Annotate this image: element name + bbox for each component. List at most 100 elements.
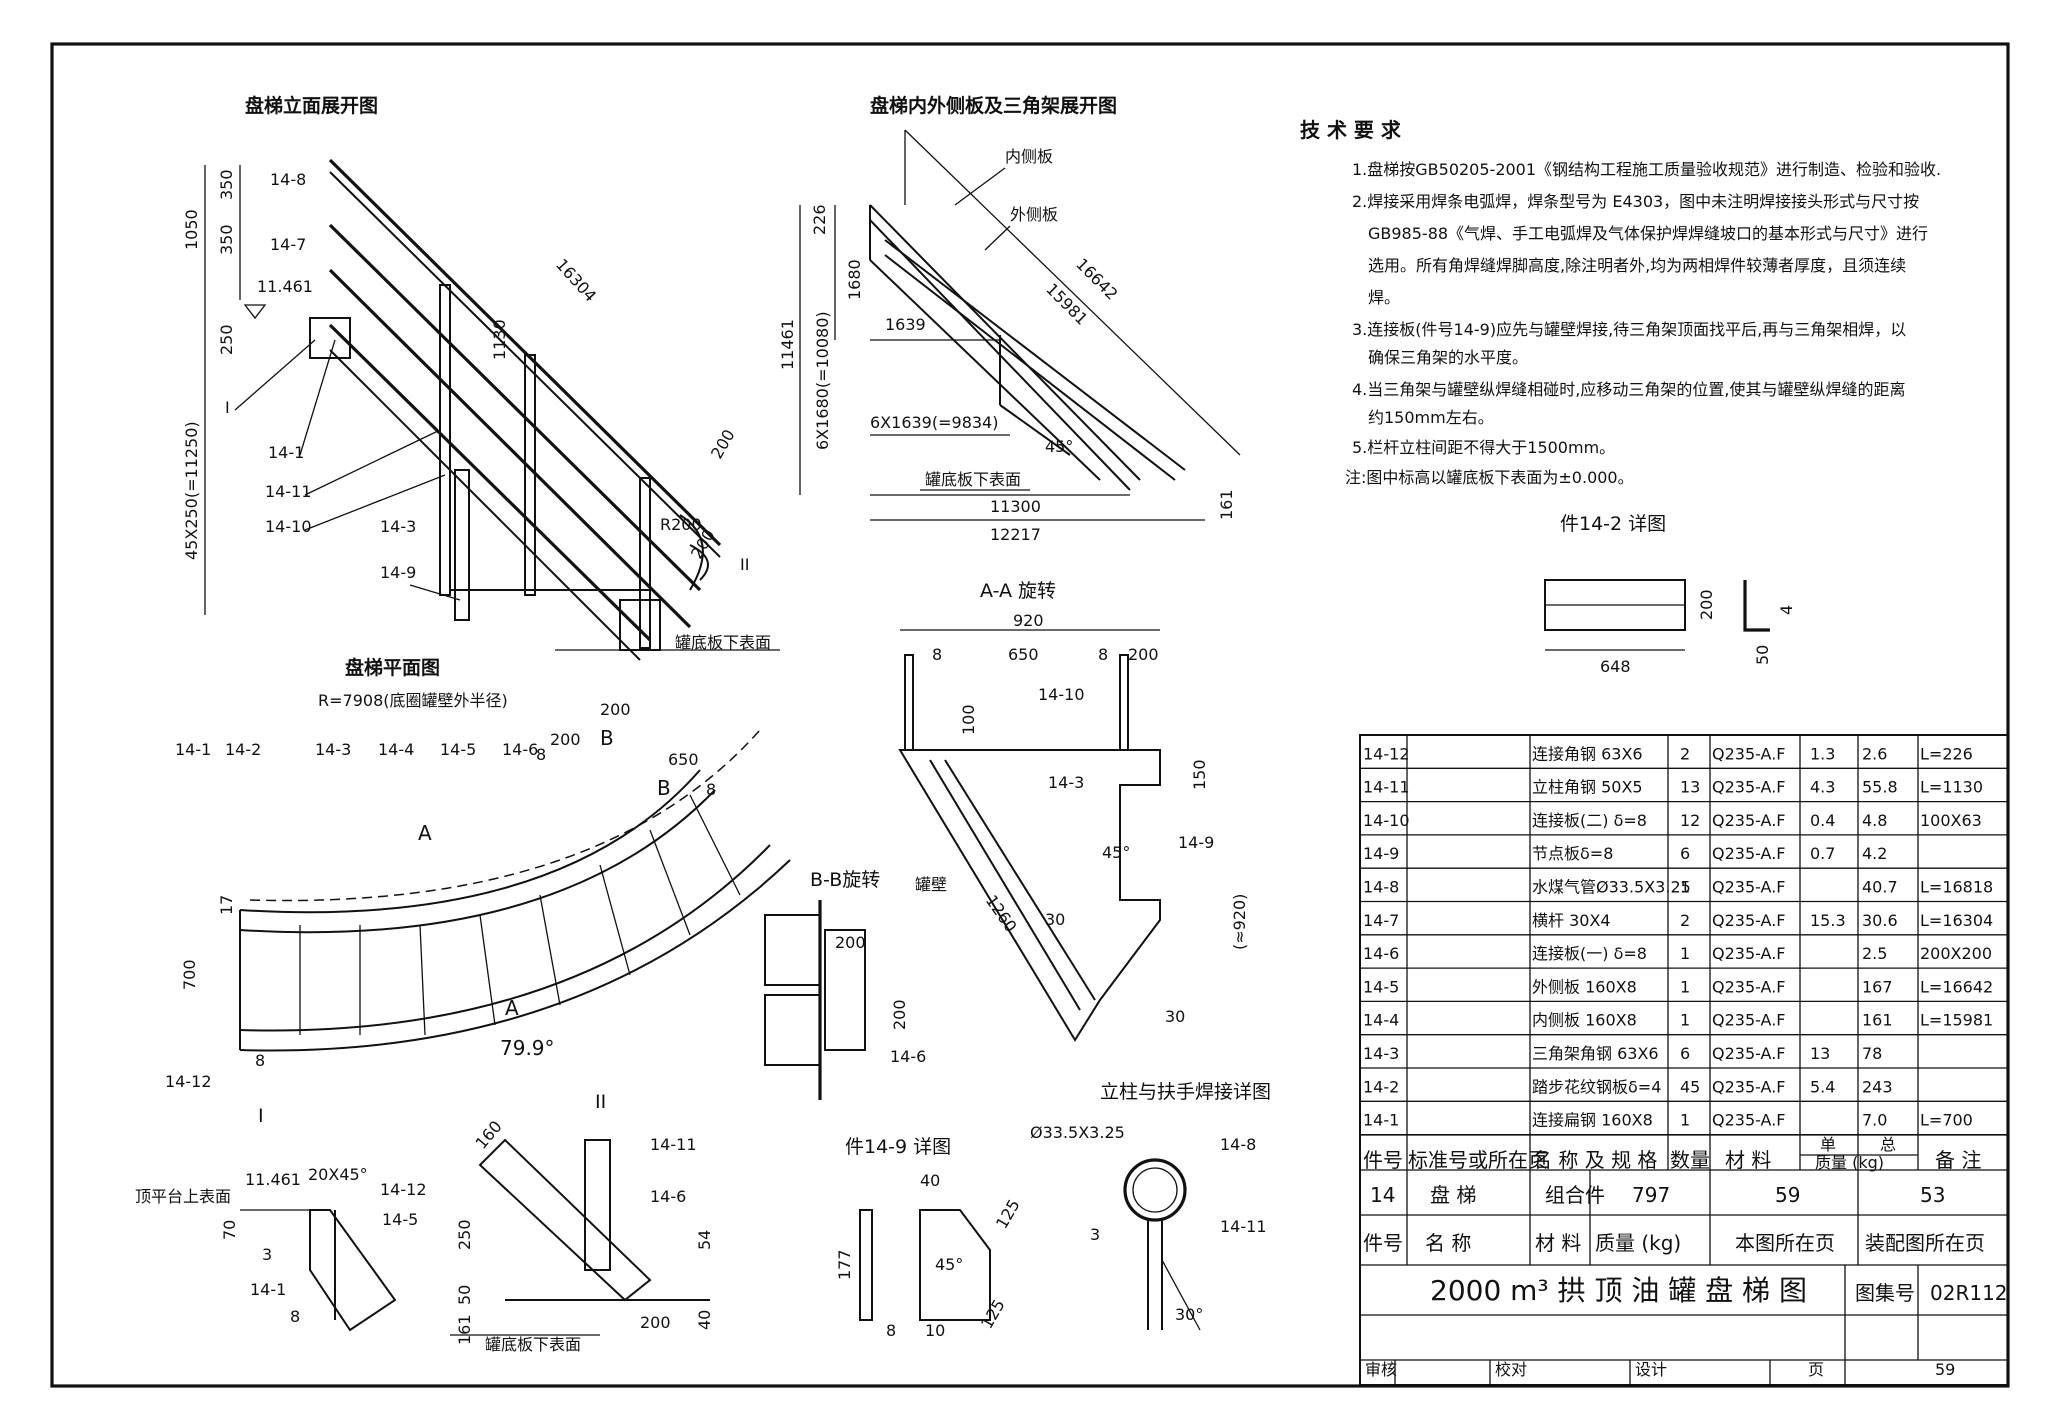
bom-material: Q235-A.F [1712,1044,1786,1063]
bom-note: L=16304 [1920,911,1993,930]
svg-text:件号: 件号 [1363,1148,1403,1172]
svg-text:本图所在页: 本图所在页 [1735,1231,1835,1255]
svg-text:79.9°: 79.9° [500,1036,555,1060]
bom-qty: 1 [1680,878,1690,897]
aa-view: A-A 旋转 920 8 650 8 200 100 150 45° 1260 … [898,580,1249,1042]
svg-text:名 称 及 规 格: 名 称 及 规 格 [1532,1148,1657,1172]
svg-text:14-10: 14-10 [1038,685,1085,704]
svg-text:R200: R200 [660,515,702,534]
svg-text:50: 50 [455,1285,474,1305]
tech-req-line: 选用。所有角焊缝焊脚高度,除注明者外,均为两相焊件较薄者厚度，且须连续 [1368,256,1906,275]
bom-material: Q235-A.F [1712,878,1786,897]
svg-text:11.461: 11.461 [257,277,313,296]
svg-text:14-6: 14-6 [650,1187,686,1206]
bom-material: Q235-A.F [1712,944,1786,963]
svg-text:14-12: 14-12 [380,1180,427,1199]
bom-total-weight: 2.5 [1862,944,1887,963]
tech-req-line: 3.连接板(件号14-9)应先与罐壁焊接,待三角架顶面找平后,再与三角架相焊，以 [1352,320,1906,339]
drawing-title: 2000 m³ 拱 顶 油 罐 盘 梯 图 [1430,1274,1807,1307]
svg-text:罐底板下表面: 罐底板下表面 [925,470,1021,489]
svg-text:顶平台上表面: 顶平台上表面 [135,1187,231,1206]
svg-text:350: 350 [217,224,236,255]
bom-unit-weight: 5.4 [1810,1077,1835,1096]
svg-text:14-9: 14-9 [1178,833,1214,852]
bom-total-weight: 167 [1862,977,1893,996]
svg-text:质量 (kg): 质量 (kg) [1595,1231,1681,1255]
svg-text:650: 650 [668,750,699,769]
svg-text:4: 4 [1777,605,1796,615]
svg-text:14-11: 14-11 [265,482,312,501]
bb-title: B-B旋转 [810,869,880,891]
svg-text:920: 920 [1013,611,1044,630]
svg-text:14-4: 14-4 [378,740,414,759]
svg-text:3: 3 [1090,1225,1100,1244]
bom-name: 连接板(一) δ=8 [1532,944,1647,963]
tech-req-line: 2.焊接采用焊条电弧焊，焊条型号为 E4303，图中未注明焊接接头形式与尺寸按 [1352,192,1919,211]
svg-text:6X1639(=9834): 6X1639(=9834) [870,413,998,432]
bom-no: 14-1 [1363,1111,1399,1130]
bom-no: 14-11 [1363,778,1410,797]
svg-text:45°: 45° [935,1255,963,1274]
bom-name: 内侧板 160X8 [1532,1011,1637,1030]
svg-text:B: B [600,726,614,750]
svg-text:14-8: 14-8 [270,170,306,189]
tech-req-line: 4.当三角架与罐壁纵焊缝相碰时,应移动三角架的位置,使其与罐壁纵焊缝的距离 [1352,380,1905,399]
svg-text:30: 30 [1165,1007,1185,1026]
bom-name: 踏步花纹钢板δ=4 [1532,1077,1661,1096]
bom-note: 100X63 [1920,811,1982,830]
bom-name: 水煤气管Ø33.5X3.25 [1532,878,1691,897]
svg-text:14-6: 14-6 [890,1047,926,1066]
svg-text:8: 8 [255,1051,265,1070]
svg-text:页: 页 [1808,1360,1824,1379]
svg-text:总: 总 [1880,1135,1896,1154]
svg-text:14-5: 14-5 [440,740,476,759]
svg-text:14-11: 14-11 [650,1135,697,1154]
bom-material: Q235-A.F [1712,977,1786,996]
elevation-view: 盘梯立面展开图 350 350 1050 250 45X250(=11250) … [182,94,780,661]
svg-text:盘 梯: 盘 梯 [1430,1183,1476,1207]
svg-text:B: B [657,776,671,800]
svg-text:100: 100 [959,704,978,735]
svg-text:数量: 数量 [1670,1148,1710,1172]
svg-text:14: 14 [1370,1183,1395,1207]
svg-text:8: 8 [706,780,716,799]
bom-name: 横杆 30X4 [1532,911,1611,930]
svg-text:审核: 审核 [1365,1360,1397,1379]
svg-text:226: 226 [810,204,829,235]
bom-total-weight: 7.0 [1862,1111,1887,1130]
svg-text:20X45°: 20X45° [308,1165,368,1184]
svg-text:200: 200 [835,933,866,952]
bom-material: Q235-A.F [1712,744,1786,763]
svg-text:外侧板: 外侧板 [1010,205,1058,224]
bom-no: 14-8 [1363,878,1399,897]
svg-text:校对: 校对 [1495,1360,1527,1379]
bom-total-weight: 78 [1862,1044,1882,1063]
svg-text:161: 161 [455,1314,474,1345]
bom-qty: 2 [1680,744,1690,763]
svg-text:单: 单 [1820,1135,1836,1154]
bom-qty: 6 [1680,1044,1690,1063]
bom-name: 连接角钢 63X6 [1532,744,1643,763]
svg-text:125: 125 [992,1196,1024,1232]
svg-text:I: I [225,398,230,417]
bom-no: 14-6 [1363,944,1399,963]
tech-req-line: 1.盘梯按GB50205-2001《钢结构工程施工质量验收规范》进行制造、检验和… [1352,160,1941,179]
post-weld-title: 立柱与扶手焊接详图 [1100,1081,1271,1103]
bom-qty: 1 [1680,1011,1690,1030]
plan-view: 盘梯平面图 R=7908(底圈罐壁外半径) 14-1 14-2 14-3 14-… [165,656,791,1091]
bom-no: 14-9 [1363,844,1399,863]
bom-name: 连接板(二) δ=8 [1532,811,1647,830]
elevation-title: 盘梯立面展开图 [245,94,378,117]
svg-text:14-3: 14-3 [380,517,416,536]
svg-text:250: 250 [217,324,236,355]
bom-no: 14-10 [1363,811,1410,830]
svg-text:59: 59 [1775,1183,1800,1207]
svg-text:1050: 1050 [182,209,201,250]
svg-text:70: 70 [220,1220,239,1240]
svg-text:10: 10 [925,1321,945,1340]
detail-ii-title: II [595,1091,606,1113]
bom-material: Q235-A.F [1712,778,1786,797]
svg-text:1639: 1639 [885,315,926,334]
tech-req-line: 确保三角架的水平度。 [1368,348,1528,367]
